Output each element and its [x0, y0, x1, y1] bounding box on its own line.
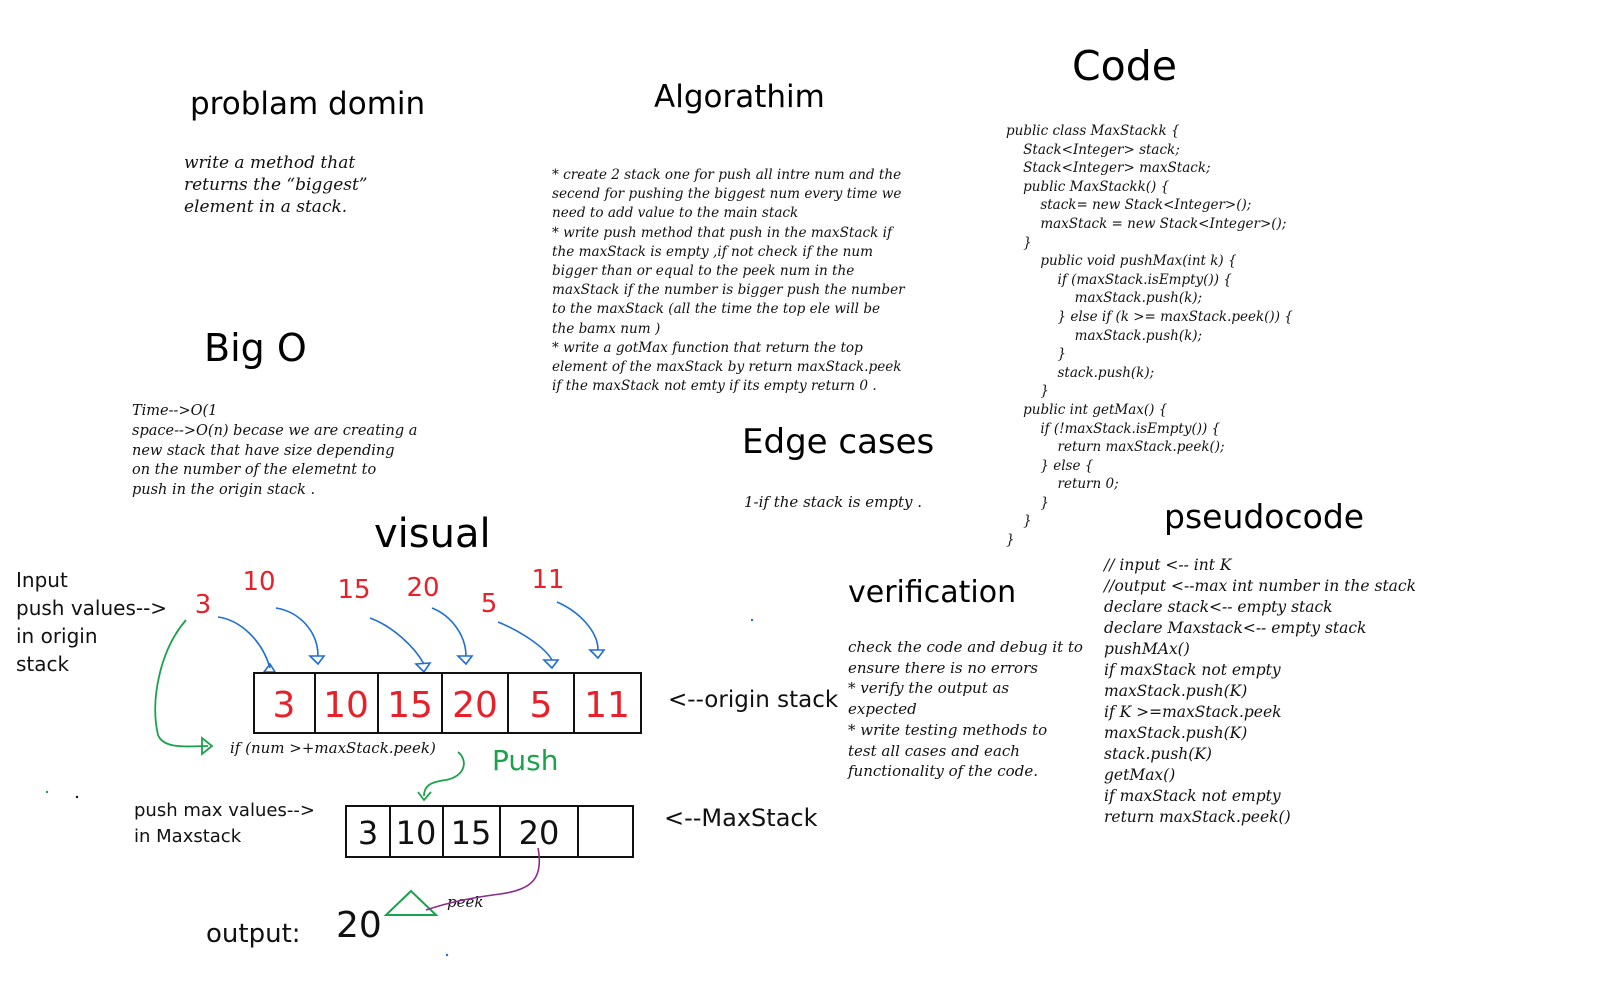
bigo-text: Time-->O(1 space-->O(n) becase we are cr…	[132, 403, 418, 499]
input-value: 20	[406, 573, 439, 603]
pseudocode-text: // input <-- int K //output <--max int n…	[1104, 556, 1416, 826]
edge-text: 1-if the stack is empty .	[744, 493, 922, 511]
input-value: 3	[195, 590, 212, 620]
origin-stack-frame	[253, 672, 642, 734]
origin-stack-value: 20	[452, 685, 498, 726]
input-arrow	[497, 621, 553, 661]
input-value: 11	[531, 565, 564, 595]
arrow-head	[588, 649, 606, 660]
pseudocode-title: pseudocode	[1164, 497, 1365, 536]
algorithm-text: * create 2 stack one for push all intre …	[552, 167, 905, 395]
origin-stack-value: 15	[387, 685, 433, 726]
origin-stack-label: <--origin stack	[668, 687, 839, 713]
input-value: 5	[481, 589, 498, 619]
condition-arrow	[154, 619, 209, 748]
code-title: Code	[1072, 42, 1177, 90]
output-value: 20	[336, 905, 382, 946]
arrow-head	[414, 662, 432, 674]
origin-stack-value: 11	[584, 685, 630, 726]
max-stack-value: 3	[358, 814, 378, 852]
edge-title: Edge cases	[742, 422, 935, 462]
problem-title: problam domin	[190, 86, 426, 122]
visual-title: visual	[374, 511, 491, 557]
arrow-head	[201, 736, 214, 756]
max-stack-value: 10	[396, 814, 437, 852]
input-arrow	[431, 607, 467, 657]
arrow-head	[308, 655, 326, 666]
arrow-head	[542, 659, 560, 670]
origin-stack-value: 3	[273, 685, 296, 726]
max-stack-value: 15	[451, 814, 492, 852]
verification-title: verification	[848, 575, 1017, 610]
input-arrow	[556, 601, 599, 651]
push-arrow	[423, 751, 465, 797]
input-arrow	[275, 607, 319, 657]
input-value: 15	[337, 575, 370, 605]
max-stack-value: 20	[519, 814, 560, 852]
bigo-title: Big O	[204, 326, 307, 370]
origin-stack-value: 5	[530, 685, 553, 726]
peek-arrow	[425, 847, 541, 911]
problem-text: write a method that returns the “biggest…	[184, 153, 368, 217]
condition-label: if (num >+maxStack.peek)	[230, 739, 436, 757]
origin-stack-value: 10	[323, 685, 369, 726]
input-label: Input push values--> in origin stack	[16, 568, 168, 676]
push-label: Push	[492, 744, 559, 777]
max-stack	[345, 805, 634, 858]
max-stack-caption: push max values--> in Maxstack	[134, 800, 315, 847]
arrow-head	[417, 791, 432, 802]
max-stack-frame	[345, 805, 634, 858]
arrow-head	[456, 655, 474, 666]
max-stack-label: <--MaxStack	[664, 804, 818, 832]
input-value: 10	[242, 567, 275, 597]
code-listing: public class MaxStackk { Stack<Integer> …	[1006, 123, 1293, 549]
peek-pointer	[383, 889, 439, 916]
algorithm-title: Algorathim	[654, 79, 825, 115]
input-arrow	[217, 616, 271, 669]
output-label: output:	[206, 919, 301, 949]
verification-text: check the code and debug it to ensure th…	[848, 638, 1083, 781]
origin-stack	[253, 672, 642, 734]
input-arrow	[369, 617, 425, 665]
